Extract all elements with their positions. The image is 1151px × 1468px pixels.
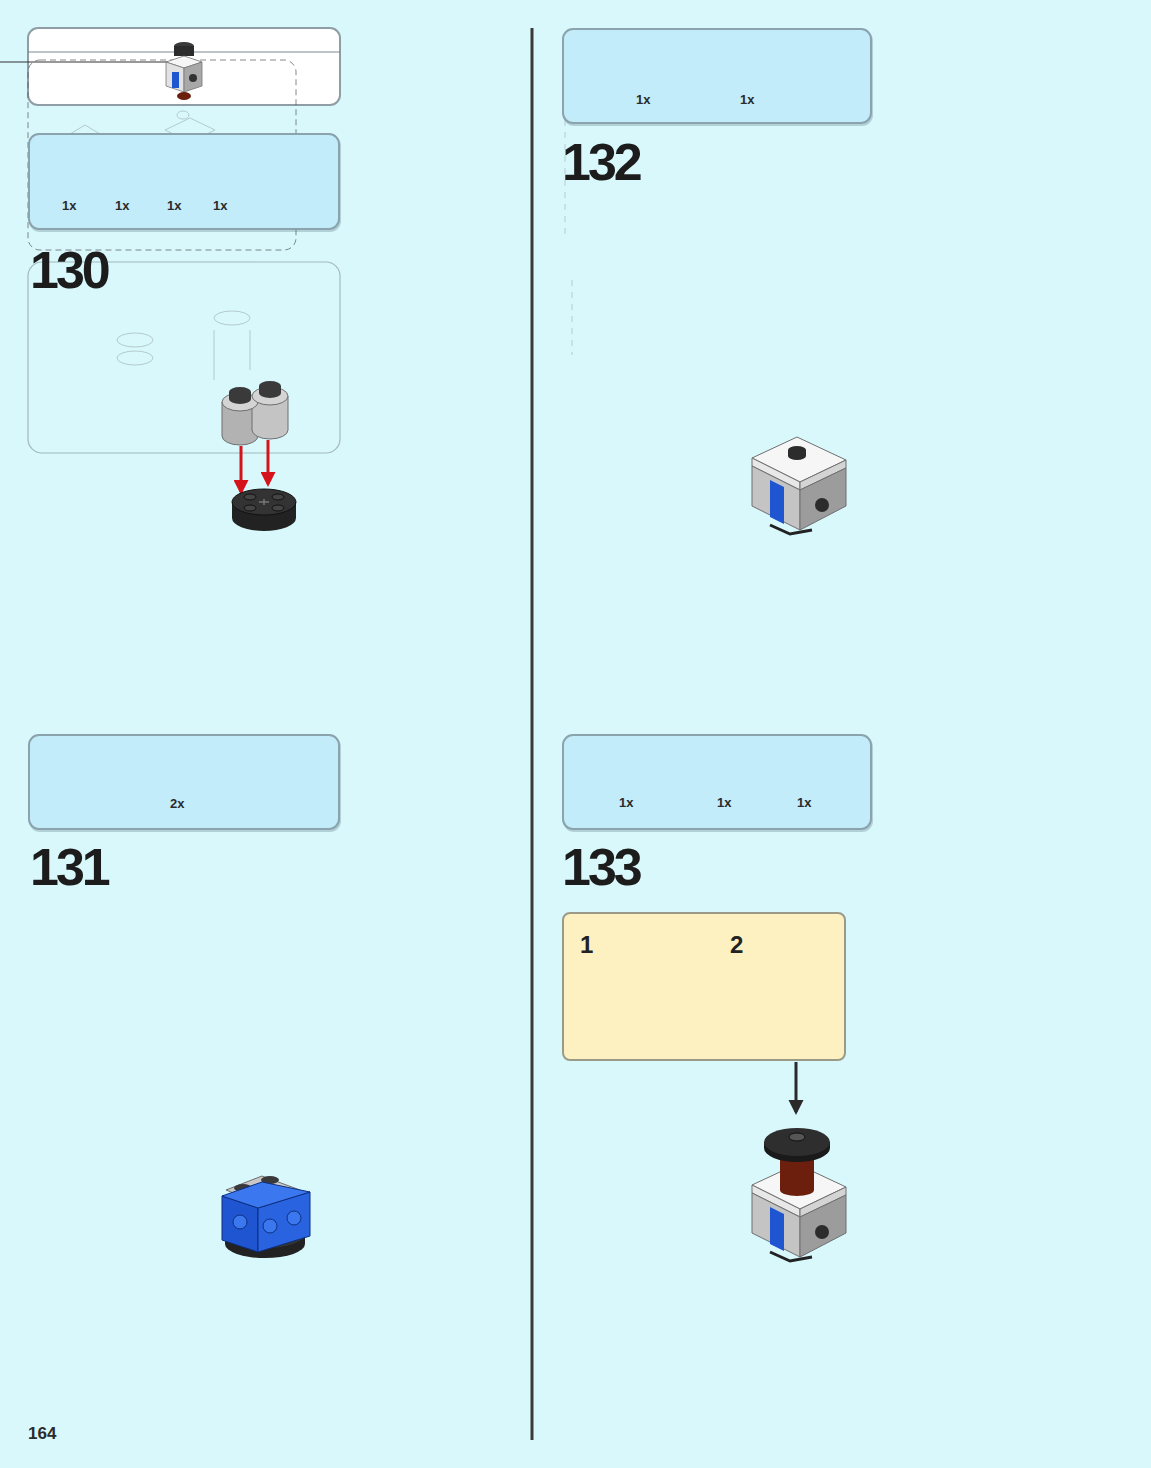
parts-list-panel: 1x1x — [562, 28, 872, 124]
step-132-model — [752, 437, 846, 534]
step-131-model — [222, 1176, 310, 1258]
place-arrow — [795, 1062, 798, 1112]
parts-list-panel: 1x1x1x1x — [28, 133, 340, 230]
substep-box: 12 — [562, 912, 846, 1061]
page-divider — [531, 28, 534, 1440]
submodel-callout — [0, 28, 340, 250]
step-133-top — [764, 1128, 830, 1196]
ghost-print — [28, 60, 572, 453]
step-130-model — [222, 381, 296, 531]
parts-list-panel: 1x1x1x — [562, 734, 872, 830]
parts-list-panel: 2x — [28, 734, 340, 830]
